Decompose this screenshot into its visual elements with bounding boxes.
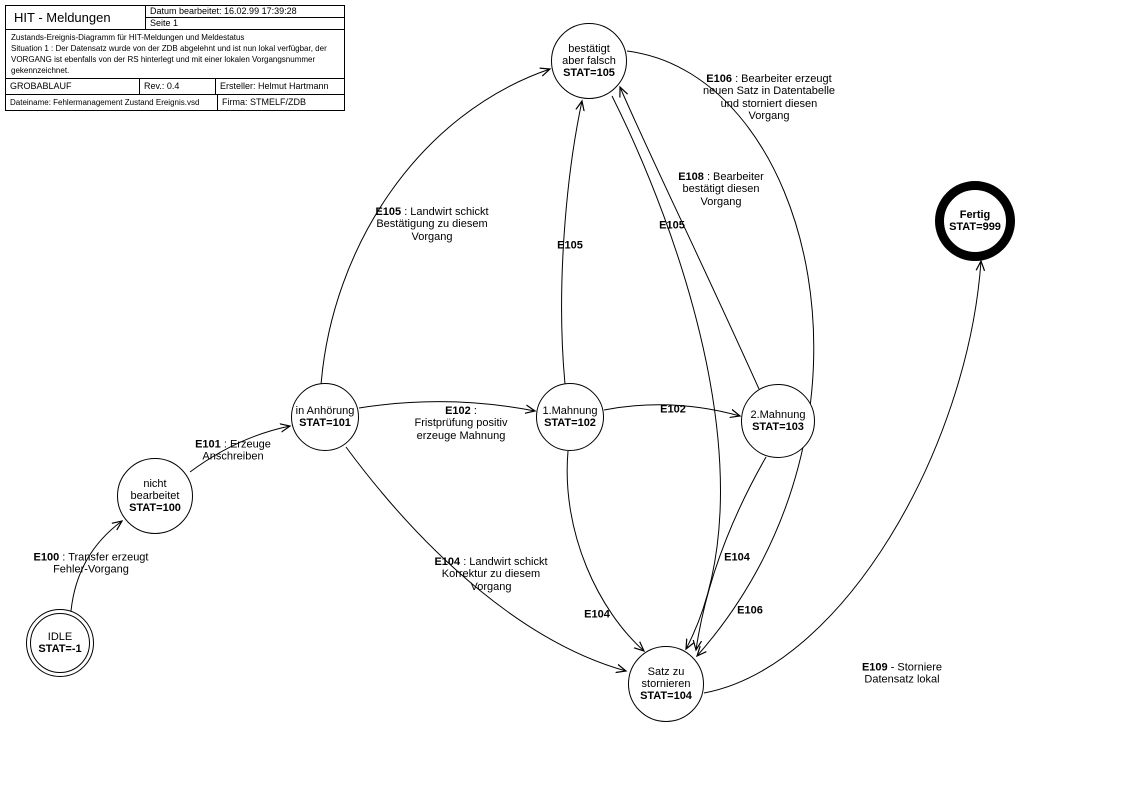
state-name: 1.Mahnung bbox=[542, 405, 598, 417]
date-edited: Datum bearbeitet: 16.02.99 17:39:28 bbox=[146, 6, 344, 18]
revision: Rev.: 0.4 bbox=[140, 79, 216, 94]
state-name: in Anhörung bbox=[295, 405, 355, 417]
state-fertig: Fertig STAT=999 bbox=[935, 181, 1015, 261]
state-satz-zu-stornieren: Satz zu stornieren STAT=104 bbox=[628, 646, 704, 722]
edge-e104-in-anhoerung-to-satz bbox=[345, 446, 626, 671]
state-name: IDLE bbox=[47, 631, 73, 643]
edge-e108-bestaetigt-to-satz bbox=[611, 95, 721, 649]
edge-e102-in-anhoerung-to-1mahnung bbox=[358, 401, 535, 411]
state-stat: STAT=-1 bbox=[38, 643, 82, 655]
state-stat: STAT=105 bbox=[563, 67, 615, 79]
title-block-header-row: HIT - Meldungen Datum bearbeitet: 16.02.… bbox=[6, 6, 344, 30]
label-e104-full: E104 : Landwirt schickt Korrektur zu die… bbox=[434, 555, 548, 593]
state-stat: STAT=104 bbox=[640, 690, 692, 702]
label-e104-short-2: E104 bbox=[724, 551, 750, 563]
label-e105-short-2: E105 bbox=[659, 219, 685, 231]
label-e101: E101 : Erzeuge Anschreiben bbox=[195, 437, 271, 463]
state-name: nicht bearbeitet bbox=[130, 478, 180, 502]
filename: Dateiname: Fehlermanagement Zustand Erei… bbox=[6, 95, 218, 110]
state-1-mahnung: 1.Mahnung STAT=102 bbox=[536, 383, 604, 451]
title-block-file-row: Dateiname: Fehlermanagement Zustand Erei… bbox=[6, 95, 344, 110]
label-e104-short-1: E104 bbox=[584, 608, 610, 620]
edge-e105-in-anhoerung-to-bestaetigt bbox=[320, 69, 550, 386]
state-stat: STAT=100 bbox=[129, 502, 181, 514]
state-stat: STAT=103 bbox=[752, 421, 804, 433]
doc-title: HIT - Meldungen bbox=[6, 6, 146, 29]
label-e106-short: E106 bbox=[737, 604, 763, 616]
state-bestaetigt-aber-falsch: bestätigt aber falsch STAT=105 bbox=[551, 23, 627, 99]
edge-e109-satz-to-fertig bbox=[703, 261, 981, 694]
edge-e104-2mahnung-to-satz bbox=[696, 456, 767, 650]
label-e105-short-1: E105 bbox=[557, 239, 583, 251]
label-e105-full: E105 : Landwirt schickt Bestätigung zu d… bbox=[375, 205, 489, 243]
state-idle: IDLE STAT=-1 bbox=[26, 609, 94, 677]
edge-e106-bestaetigt-to-satz bbox=[626, 50, 815, 656]
edge-e102-1mahnung-to-2mahnung bbox=[603, 404, 740, 416]
company: Firma: STMELF/ZDB bbox=[222, 97, 307, 107]
label-e106-full: E106 : Bearbeiter erzeugt neuen Satz in … bbox=[702, 72, 836, 122]
state-nicht-bearbeitet: nicht bearbeitet STAT=100 bbox=[117, 458, 193, 534]
doc-meta: Datum bearbeitet: 16.02.99 17:39:28 Seit… bbox=[146, 6, 344, 29]
state-name: bestätigt aber falsch bbox=[562, 43, 616, 67]
diagram-description: Zustands-Ereignis-Diagramm für HIT-Meldu… bbox=[6, 30, 344, 79]
edge-e104-1mahnung-to-satz bbox=[566, 450, 644, 651]
state-stat: STAT=102 bbox=[544, 417, 596, 429]
state-name: Satz zu stornieren bbox=[641, 666, 691, 690]
label-e108: E108 : Bearbeiter bestätigt diesen Vorga… bbox=[678, 170, 764, 208]
edge-e101-nicht-bearbeitet-to-in-anhoerung bbox=[189, 426, 290, 473]
state-2-mahnung: 2.Mahnung STAT=103 bbox=[741, 384, 815, 458]
label-e100: E100 : Transfer erzeugt Fehler-Vorgang bbox=[33, 550, 149, 576]
label-e102-full: E102 : Fristprüfung positiv erzeuge Mahn… bbox=[414, 404, 508, 442]
title-block-info-row: GROBABLAUF Rev.: 0.4 Ersteller: Helmut H… bbox=[6, 79, 344, 95]
label-e109: E109 - Storniere Datensatz lokal bbox=[861, 660, 943, 686]
state-name: 2.Mahnung bbox=[750, 409, 806, 421]
state-stat: STAT=101 bbox=[299, 417, 351, 429]
edge-e100-idle-to-nicht-bearbeitet bbox=[70, 521, 122, 612]
author: Ersteller: Helmut Hartmann bbox=[220, 81, 329, 91]
process-name: GROBABLAUF bbox=[6, 79, 140, 94]
edge-e105-1mahnung-to-bestaetigt bbox=[561, 101, 582, 385]
title-block: HIT - Meldungen Datum bearbeitet: 16.02.… bbox=[5, 5, 345, 111]
state-name: Fertig bbox=[959, 209, 991, 221]
page-number: Seite 1 bbox=[150, 18, 179, 28]
state-stat: STAT=999 bbox=[949, 221, 1001, 233]
edge-e105-2mahnung-to-bestaetigt bbox=[620, 87, 760, 390]
state-in-anhoerung: in Anhörung STAT=101 bbox=[291, 383, 359, 451]
label-e102-short: E102 bbox=[660, 403, 686, 415]
